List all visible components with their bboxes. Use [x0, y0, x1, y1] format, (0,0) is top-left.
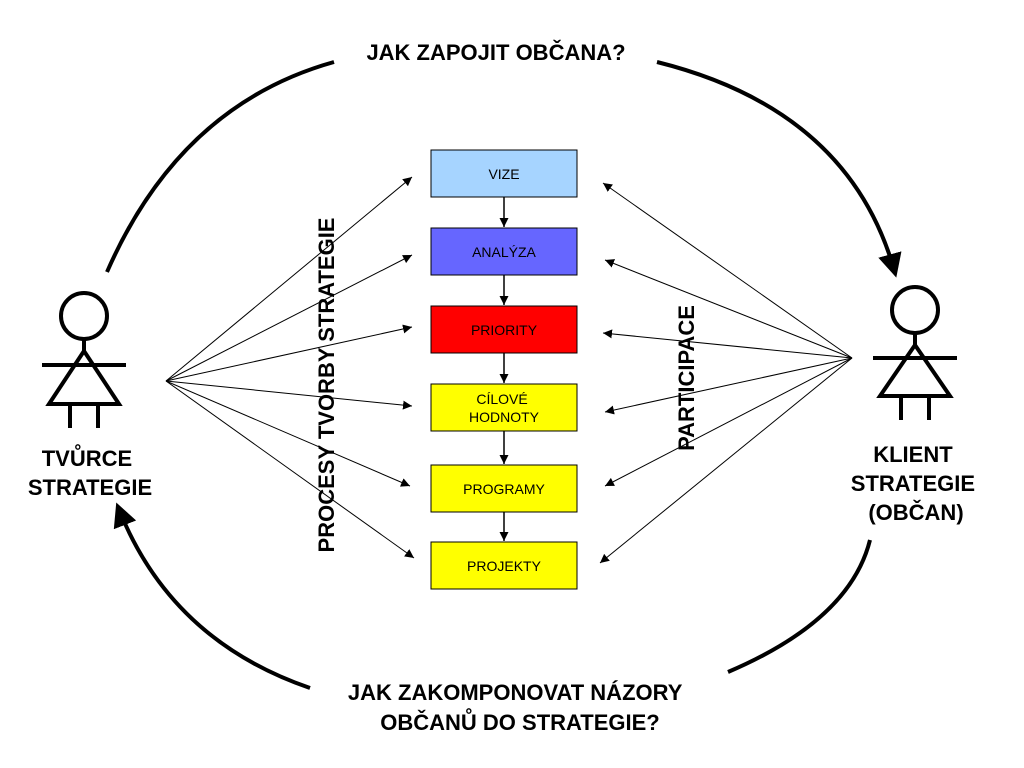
fan-arrow-left: [165, 324, 413, 382]
right-stick-figure-icon: [873, 285, 957, 420]
step-label: CÍLOVÉ HODNOTY: [469, 391, 540, 425]
step-box: [430, 305, 578, 354]
step-cilove-hodnoty: CÍLOVÉ HODNOTY: [430, 383, 578, 432]
step-box: [430, 227, 578, 276]
cycle-arrows: [105, 60, 902, 690]
step-label: PROGRAMY: [463, 481, 545, 497]
fan-arrow-left: [165, 176, 413, 382]
fan-arrow-right: [604, 259, 853, 359]
bottom-right-arc: [727, 539, 872, 674]
right-fan-arrows: [599, 182, 853, 564]
top-right-arc-arrow: [656, 60, 902, 278]
top-question: JAK ZAPOJIT OBČANA?: [366, 40, 625, 65]
step-box: [430, 541, 578, 590]
step-projekty: PROJEKTY: [430, 541, 578, 590]
step-box: [430, 149, 578, 198]
left-stick-figure-icon: [42, 291, 126, 428]
step-programy: PROGRAMY: [430, 464, 578, 513]
bottom-left-arc-arrow: [113, 502, 311, 690]
fan-arrow-right: [604, 357, 853, 415]
fan-arrow-left: [165, 380, 411, 487]
bottom-question: JAK ZAKOMPONOVAT NÁZORY OBČANŮ DO STRATE…: [348, 680, 688, 735]
step-label: ANALÝZA: [472, 244, 536, 260]
left-actor-label: TVŮRCE STRATEGIE: [28, 443, 152, 500]
top-left-arc: [105, 60, 335, 273]
right-actor-label: KLIENT STRATEGIE (OBČAN): [851, 442, 981, 525]
step-vize: VIZE: [430, 149, 578, 198]
fan-arrow-left: [165, 380, 415, 559]
process-steps: VIZE ANALÝZA PRIORITY CÍLOVÉ HODNOTY: [430, 149, 578, 590]
step-label: VIZE: [488, 166, 519, 182]
step-analyza: ANALÝZA: [430, 227, 578, 276]
right-vertical-label: PARTICIPACE: [674, 305, 699, 451]
fan-arrow-right: [602, 329, 853, 359]
step-priority: PRIORITY: [430, 305, 578, 354]
step-label: PRIORITY: [471, 322, 538, 338]
fan-arrow-left: [165, 254, 413, 382]
step-label: PROJEKTY: [467, 558, 542, 574]
fan-arrow-right: [599, 357, 853, 564]
left-fan-arrows: [165, 176, 415, 559]
fan-arrow-right: [602, 182, 853, 359]
step-box: [430, 383, 578, 432]
fan-arrow-right: [604, 357, 853, 487]
step-box: [430, 464, 578, 513]
fan-arrow-left: [165, 380, 413, 410]
left-vertical-label: PROCESY TVORBY STRATEGIE: [314, 218, 339, 553]
